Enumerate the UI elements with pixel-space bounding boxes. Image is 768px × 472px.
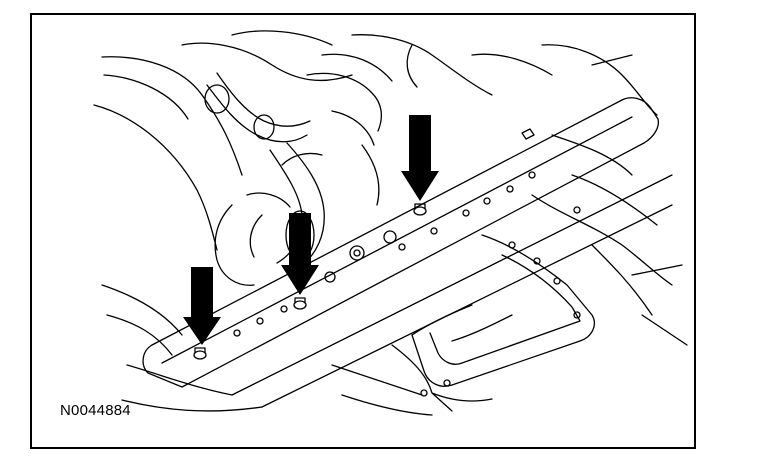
illustration-frame: N0044884 (30, 13, 696, 449)
technical-illustration (93, 30, 688, 416)
arrow-callout (183, 267, 221, 345)
oil-pan (331, 206, 595, 416)
bolt (413, 203, 427, 216)
bolt (293, 297, 307, 310)
bolt (193, 347, 207, 360)
figure-id-label: N0044884 (60, 402, 131, 419)
crossmember (101, 97, 673, 412)
engine-outline (93, 30, 688, 346)
arrow-callout (281, 213, 319, 295)
arrow-callout (401, 115, 439, 201)
